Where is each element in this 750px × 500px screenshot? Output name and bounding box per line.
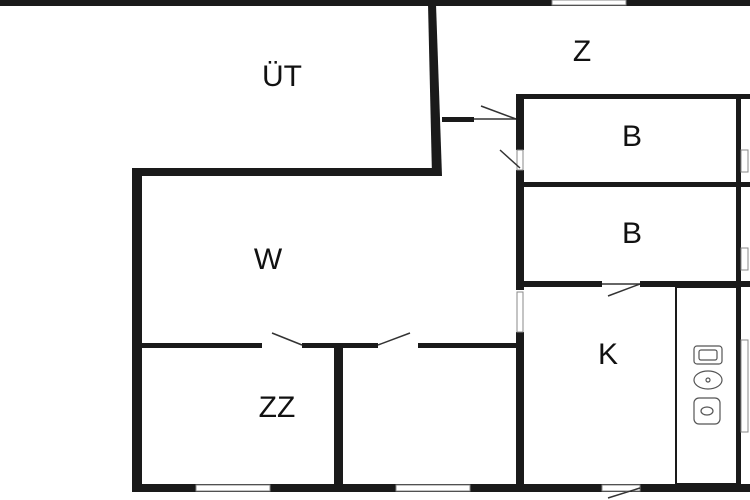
windows — [195, 0, 749, 492]
room-label-zz: ZZ — [259, 391, 296, 424]
room-label-ut: ÜT — [262, 60, 302, 93]
room-label-z: Z — [573, 35, 591, 68]
room-label-b1: B — [622, 120, 642, 153]
doors — [271, 105, 641, 499]
sink-icon — [693, 370, 723, 390]
dishwasher-icon — [693, 397, 721, 425]
stove-icon — [693, 345, 723, 365]
kitchen-counter — [675, 286, 739, 485]
room-label-k: K — [598, 338, 618, 371]
room-label-b2: B — [622, 217, 642, 250]
room-label-w: W — [254, 243, 283, 276]
